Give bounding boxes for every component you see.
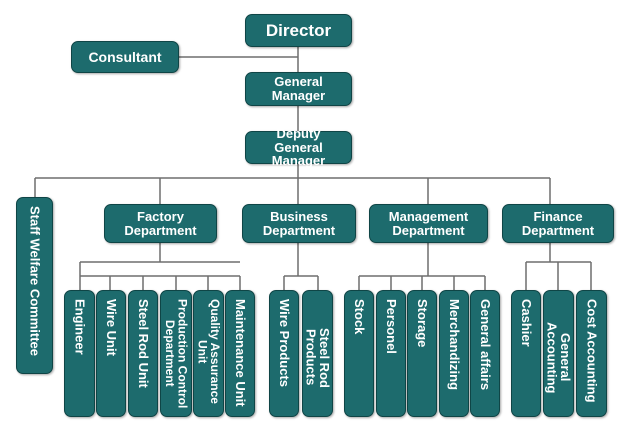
production-control-department-box: Production Control Department	[160, 290, 192, 417]
deputy-general-manager-box: Deputy General Manager	[245, 127, 352, 168]
quality-assurance-unit-label: Quality Assurance Unit	[195, 299, 223, 404]
storage-label: Storage	[414, 299, 430, 348]
general-accounting-label: General Accounting	[544, 321, 574, 394]
personel-box: Personel	[376, 290, 406, 417]
cost-accounting-label: Cost Accounting	[584, 299, 600, 403]
engineer-label: Engineer	[72, 299, 88, 355]
business-department-box: Business Department	[242, 204, 356, 243]
staff-welfare-committee-box: Staff Welfare Committee	[16, 197, 53, 374]
steel-rod-unit-box: Steel Rod Unit	[128, 290, 158, 417]
cashier-label: Cashier	[518, 299, 534, 347]
stock-label: Stock	[351, 299, 367, 335]
wire-products-label: Wire Products	[276, 299, 292, 388]
steel-rod-unit-label: Steel Rod Unit	[135, 299, 151, 388]
production-control-department-label: Production Control Department	[163, 299, 190, 409]
wire-products-box: Wire Products	[269, 290, 299, 417]
maintenance-unit-label: Maintenance Unit	[232, 299, 248, 407]
director-box: Director	[245, 14, 352, 47]
quality-assurance-unit-box: Quality Assurance Unit	[193, 290, 224, 417]
management-department-box: Management Department	[369, 204, 488, 243]
wire-unit-box: Wire Unit	[96, 290, 126, 417]
consultant-box: Consultant	[71, 41, 179, 73]
merchandizing-box: Merchandizing	[439, 290, 469, 417]
storage-box: Storage	[407, 290, 437, 417]
maintenance-unit-box: Maintenance Unit	[225, 290, 255, 417]
general-accounting-box: General Accounting	[543, 290, 574, 417]
general-affairs-box: General affairs	[470, 290, 500, 417]
general-affairs-label: General affairs	[477, 299, 493, 391]
steel-rod-products-box: Steel Rod Products	[302, 290, 333, 417]
personel-label: Personel	[383, 299, 399, 354]
cost-accounting-box: Cost Accounting	[576, 290, 607, 417]
cashier-box: Cashier	[511, 290, 541, 417]
staff-welfare-committee-label: Staff Welfare Committee	[27, 206, 43, 357]
finance-department-box: Finance Department	[502, 204, 614, 243]
engineer-box: Engineer	[64, 290, 95, 417]
general-manager-box: General Manager	[245, 72, 352, 106]
wire-unit-label: Wire Unit	[103, 299, 119, 356]
merchandizing-label: Merchandizing	[446, 299, 462, 391]
steel-rod-products-label: Steel Rod Products	[303, 327, 333, 388]
factory-department-box: Factory Department	[104, 204, 217, 243]
stock-box: Stock	[344, 290, 374, 417]
